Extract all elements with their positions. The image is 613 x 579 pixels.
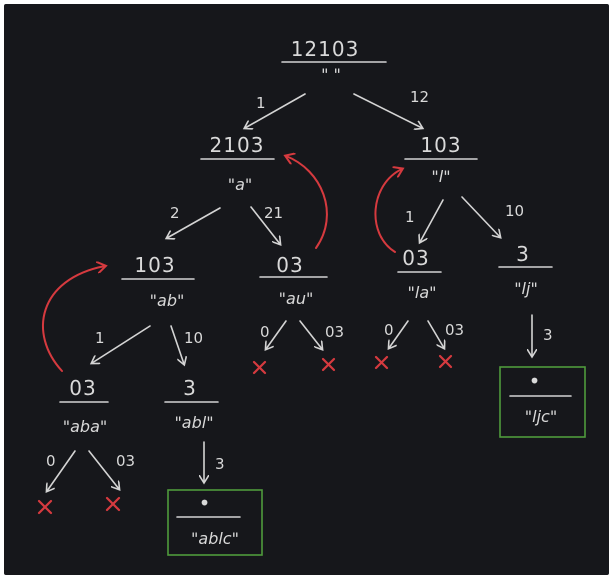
edge-a-ab <box>167 207 221 238</box>
node-abl: 3 "abl" <box>164 376 219 432</box>
result-box-border <box>499 366 586 438</box>
node-abl-number: 3 <box>183 376 197 400</box>
edge-au-03 <box>299 320 322 349</box>
edge-ab-aba <box>92 325 151 363</box>
recursion-tree: 12103 " " 1 12 2103 "a" 103 "l" 2 21 1 1… <box>37 37 586 556</box>
node-a-string: "a" <box>228 175 253 194</box>
node-l-string: "l" <box>431 167 450 186</box>
node-root-number: 12103 <box>291 37 360 61</box>
diagram-board: 12103 " " 1 12 2103 "a" 103 "l" 2 21 1 1… <box>4 4 609 575</box>
node-root-string: " " <box>321 65 341 84</box>
node-ab-string: "ab" <box>150 291 185 310</box>
result-ablc-string: "ablc" <box>191 529 239 548</box>
edge-root-l <box>353 93 422 128</box>
edge-ab-aba-label: 1 <box>95 329 105 347</box>
node-lj-number: 3 <box>516 242 530 266</box>
node-la: 03 "la" <box>397 246 442 302</box>
node-aba: 03 "aba" <box>59 376 109 436</box>
node-la-number: 03 <box>402 246 429 270</box>
node-l: 103 "l" <box>404 133 478 186</box>
node-l-number: 103 <box>420 133 461 157</box>
result-ljc-string: "ljc" <box>525 407 557 426</box>
edge-la-03 <box>427 320 444 348</box>
backtrack-arrow-au-to-a <box>286 156 328 249</box>
edge-a-ab-label: 2 <box>170 204 180 222</box>
node-a: 2103 "a" <box>200 133 275 194</box>
result-ljc-marker: • <box>529 369 542 393</box>
dead-end-icon <box>321 357 336 372</box>
edge-la-0-label: 0 <box>384 321 394 339</box>
edge-root-l-label: 12 <box>410 88 429 106</box>
result-box-ablc: • "ablc" <box>167 489 263 556</box>
edge-au-0-label: 0 <box>260 323 270 341</box>
node-a-number: 2103 <box>210 133 265 157</box>
node-ab-number: 103 <box>134 253 175 277</box>
edge-l-la-label: 1 <box>405 208 415 226</box>
node-root: 12103 " " <box>281 37 387 84</box>
edge-aba-0-label: 0 <box>46 452 56 470</box>
result-box-ljc: • "ljc" <box>499 366 586 438</box>
edge-au-03-label: 03 <box>325 323 344 341</box>
edge-ab-abl-label: 10 <box>184 329 203 347</box>
edge-la-03-label: 03 <box>445 321 464 339</box>
edge-abl-ablc-label: 3 <box>215 455 225 473</box>
edge-ab-abl <box>170 325 184 364</box>
node-abl-string: "abl" <box>174 413 213 432</box>
node-au: 03 "au" <box>259 253 328 308</box>
edge-lj-ljc-label: 3 <box>543 326 553 344</box>
result-box-border <box>167 489 263 556</box>
edge-aba-03-label: 03 <box>116 452 135 470</box>
node-ab: 103 "ab" <box>121 253 195 310</box>
node-aba-number: 03 <box>69 376 96 400</box>
edge-root-a-label: 1 <box>256 94 266 112</box>
node-la-string: "la" <box>408 283 437 302</box>
edge-l-lj <box>461 196 500 237</box>
node-aba-string: "aba" <box>63 417 107 436</box>
edge-au-0 <box>266 320 287 349</box>
edge-l-lj-label: 10 <box>505 202 524 220</box>
dead-end-icon <box>37 499 53 515</box>
node-au-string: "au" <box>279 289 314 308</box>
edge-l-la <box>420 199 444 242</box>
edge-aba-03 <box>88 450 119 489</box>
dead-end-icon <box>438 354 453 369</box>
edge-aba-0 <box>47 450 76 491</box>
backtrack-arrow-aba-to-ab <box>42 266 105 372</box>
dead-end-icon <box>252 360 267 375</box>
dead-end-icon <box>105 496 121 512</box>
edge-a-au-label: 21 <box>264 204 283 222</box>
edge-la-0 <box>389 320 409 348</box>
edge-a-au <box>250 206 280 244</box>
backtrack-arrow-la-to-l <box>374 169 402 253</box>
node-lj: 3 "lj" <box>498 242 553 298</box>
node-lj-string: "lj" <box>514 279 538 298</box>
dead-end-icon <box>374 355 389 370</box>
node-au-number: 03 <box>276 253 303 277</box>
result-ablc-marker: • <box>199 491 212 515</box>
edge-root-a <box>245 93 306 128</box>
